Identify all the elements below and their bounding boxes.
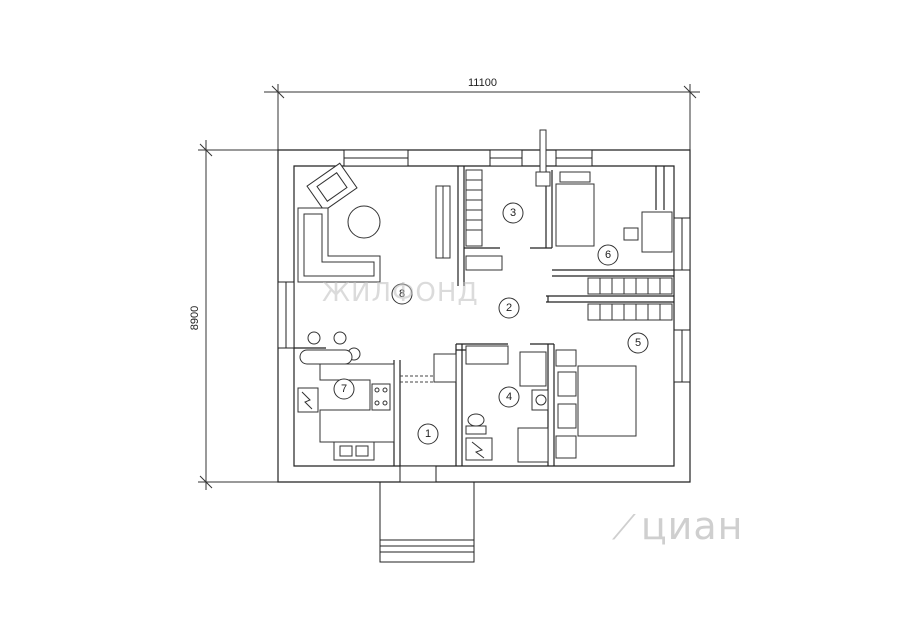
room-number-4: 4: [506, 391, 512, 403]
kitchen-radiator-icon: [297, 387, 319, 413]
stove-icon: [371, 383, 391, 411]
room-number-8: 8: [399, 288, 405, 300]
entrance-porch: [379, 465, 475, 563]
width-dimension-label: 11100: [468, 77, 497, 89]
vent-pipe-icon: [535, 129, 551, 187]
bed-icon: [557, 365, 637, 437]
tv-unit-icon: [435, 185, 451, 259]
room-number-3: 3: [510, 207, 516, 219]
dimension-width: [264, 84, 700, 150]
room-number-1: 1: [425, 428, 431, 440]
dining-chairs-icon: [299, 331, 361, 365]
bath-shelf-icon: [465, 345, 509, 365]
armchair-icon: [306, 162, 358, 212]
round-table-icon: [347, 205, 381, 239]
room-number-7: 7: [341, 383, 347, 395]
height-dimension-label: 8900: [189, 306, 201, 330]
sink-icon: [333, 441, 375, 461]
cabinet-icon: [555, 349, 577, 459]
room-number-5: 5: [635, 337, 641, 349]
dimension-height: [198, 140, 282, 490]
wardrobe-icon: [465, 169, 503, 271]
bed-small-icon: [555, 171, 595, 247]
exterior-walls: [277, 149, 691, 483]
room-number-6: 6: [605, 249, 611, 261]
windows: [277, 149, 691, 383]
toilet-icon: [465, 413, 487, 435]
desk-icon: [623, 211, 673, 253]
washbasin-icon: [531, 389, 549, 411]
hallway-wardrobe-icon: [433, 353, 457, 383]
wardrobe-corridor-icon: [587, 277, 673, 321]
bath-radiator-icon: [465, 437, 493, 461]
sofa-icon: [297, 207, 381, 283]
bathtub-icon: [517, 351, 549, 463]
room-number-2: 2: [506, 302, 512, 314]
